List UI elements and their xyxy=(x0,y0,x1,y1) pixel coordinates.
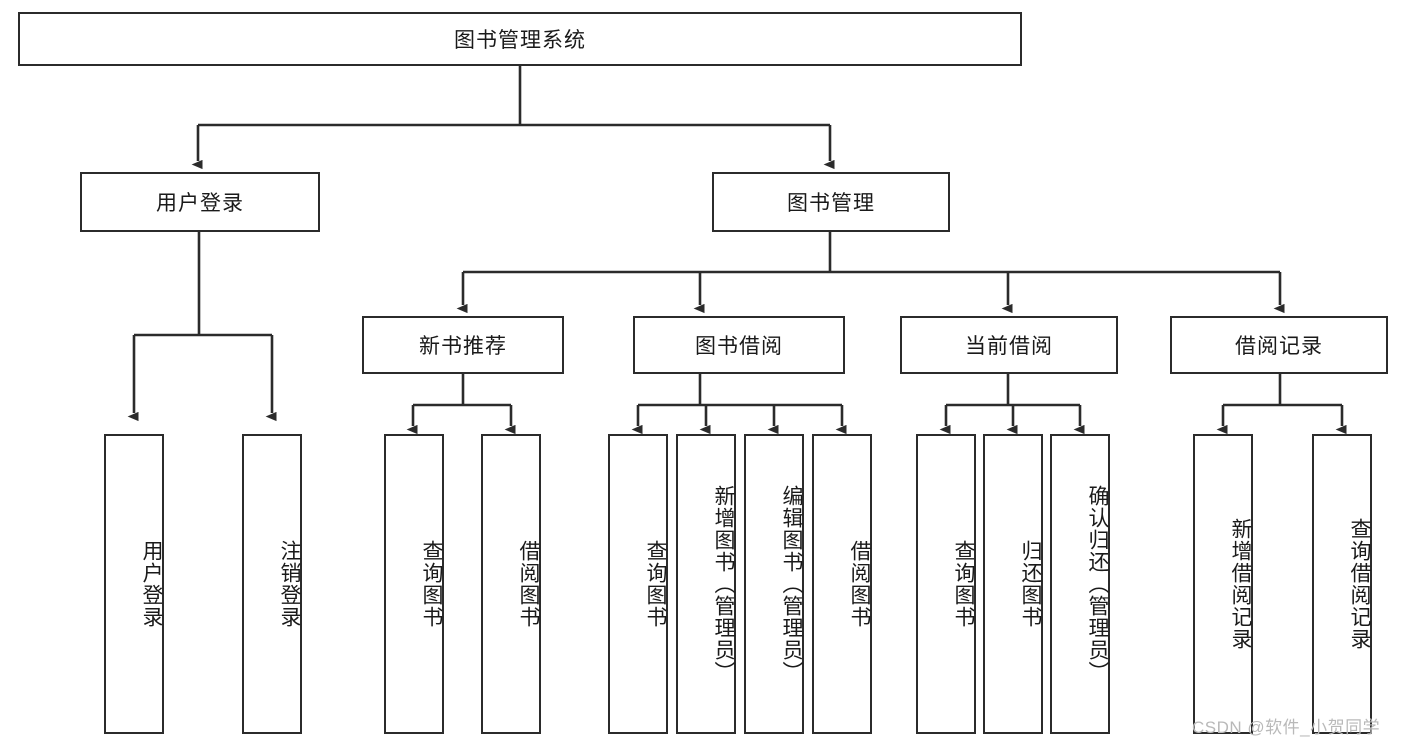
leaf-book-borrow-add-book-admin[interactable]: 新增图书（管理员） xyxy=(676,434,736,734)
leaf-current-borrow-query-books[interactable]: 查询图书 xyxy=(916,434,976,734)
node-current-borrow[interactable]: 当前借阅 xyxy=(900,316,1118,374)
node-label: 用户登录 xyxy=(156,192,244,215)
node-label: 图书借阅 xyxy=(695,335,783,358)
leaf-book-borrow-edit-book-admin[interactable]: 编辑图书（管理员） xyxy=(744,434,804,734)
node-label: 用户登录 xyxy=(140,540,163,628)
node-borrow-record[interactable]: 借阅记录 xyxy=(1170,316,1388,374)
node-label: 查询图书 xyxy=(952,540,975,628)
leaf-borrow-record-add-record[interactable]: 新增借阅记录 xyxy=(1193,434,1253,734)
node-label: 新书推荐 xyxy=(419,335,507,358)
leaf-new-book-borrow-books[interactable]: 借阅图书 xyxy=(481,434,541,734)
node-new-book-recommend[interactable]: 新书推荐 xyxy=(362,316,564,374)
node-label: 归还图书 xyxy=(1019,540,1042,628)
leaf-current-borrow-return-books[interactable]: 归还图书 xyxy=(983,434,1043,734)
leaf-user-login-logout[interactable]: 注销登录 xyxy=(242,434,302,734)
node-label: 图书管理系统 xyxy=(454,29,586,52)
node-user-login[interactable]: 用户登录 xyxy=(80,172,320,232)
node-label: 图书管理 xyxy=(787,192,875,215)
leaf-user-login-login[interactable]: 用户登录 xyxy=(104,434,164,734)
node-label: 查询图书 xyxy=(420,540,443,628)
node-label: 新增图书（管理员） xyxy=(712,485,735,683)
node-book-borrow[interactable]: 图书借阅 xyxy=(633,316,845,374)
node-label: 借阅记录 xyxy=(1235,335,1323,358)
leaf-book-borrow-query-books[interactable]: 查询图书 xyxy=(608,434,668,734)
leaf-borrow-record-query-record[interactable]: 查询借阅记录 xyxy=(1312,434,1372,734)
leaf-book-borrow-borrow-books[interactable]: 借阅图书 xyxy=(812,434,872,734)
node-label: 新增借阅记录 xyxy=(1229,518,1252,650)
node-label: 借阅图书 xyxy=(848,540,871,628)
node-label: 查询借阅记录 xyxy=(1348,518,1371,650)
node-label: 确认归还（管理员） xyxy=(1086,485,1109,683)
node-label: 注销登录 xyxy=(278,540,301,628)
node-label: 借阅图书 xyxy=(517,540,540,628)
leaf-current-borrow-confirm-return-admin[interactable]: 确认归还（管理员） xyxy=(1050,434,1110,734)
node-label: 查询图书 xyxy=(644,540,667,628)
leaf-new-book-query-books[interactable]: 查询图书 xyxy=(384,434,444,734)
csdn-watermark: CSDN @软件_小贺同学 xyxy=(1192,718,1381,737)
node-label: 编辑图书（管理员） xyxy=(780,485,803,683)
node-root-book-management-system[interactable]: 图书管理系统 xyxy=(18,12,1022,66)
node-book-management[interactable]: 图书管理 xyxy=(712,172,950,232)
node-label: 当前借阅 xyxy=(965,335,1053,358)
